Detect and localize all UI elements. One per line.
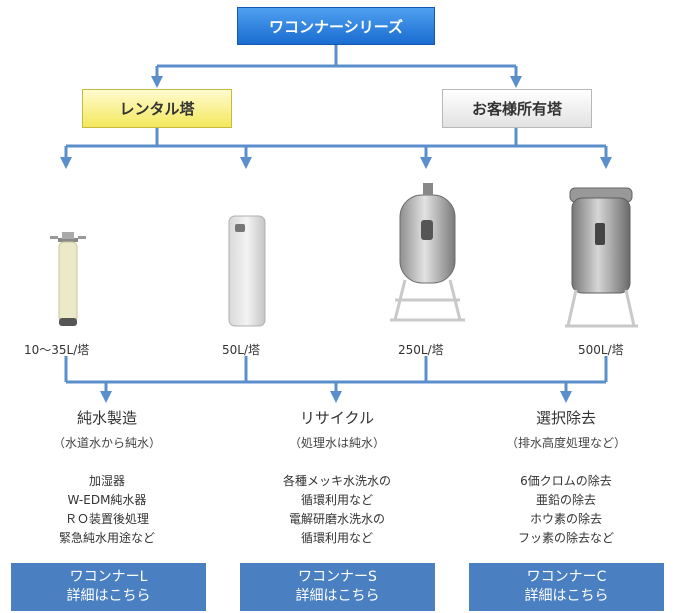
wakonner-s-details-button[interactable]: ワコンナーS 詳細はこちら	[240, 563, 435, 611]
use-item: 亜鉛の除去	[535, 493, 596, 507]
use-item: 加湿器	[88, 474, 125, 488]
tank-50l-image	[228, 215, 266, 327]
use-item: ホウ素の除去	[529, 512, 602, 526]
series-title: ワコンナーシリーズ	[269, 17, 403, 36]
recycle-subtitle: （処理水は純水）	[288, 436, 385, 450]
use-item: 緊急純水用途など	[58, 531, 155, 545]
button-details-text: 詳細はこちら	[66, 588, 151, 604]
use-item: ＲＯ装置後処理	[64, 512, 149, 526]
use-item: 循環利用など	[300, 493, 373, 507]
pure-water-title: 純水製造	[76, 409, 137, 427]
button-product-name: ワコンナーC	[526, 569, 607, 585]
button-product-name: ワコンナーL	[69, 569, 148, 585]
use-item: 電解研磨水洗水の	[288, 512, 385, 526]
use-item: 循環利用など	[300, 531, 373, 545]
owned-tower-box: お客様所有塔	[442, 89, 592, 128]
rental-tower-box: レンタル塔	[82, 89, 232, 128]
size-label-50l: 50L/塔	[222, 343, 260, 357]
recycle-title: リサイクル	[299, 409, 375, 427]
use-item: 6価クロムの除去	[520, 474, 612, 488]
vessel-500l-image	[565, 187, 638, 328]
wakonner-c-details-button[interactable]: ワコンナーC 詳細はこちら	[469, 563, 664, 611]
pure-water-subtitle: （水道水から純水）	[52, 436, 161, 450]
selective-removal-uses: 6価クロムの除去 亜鉛の除去 ホウ素の除去 フッ素の除去など	[466, 472, 666, 548]
button-details-text: 詳細はこちら	[295, 588, 380, 604]
rental-tower-label: レンタル塔	[119, 100, 195, 118]
pure-water-uses: 加湿器 W-EDM純水器 ＲＯ装置後処理 緊急純水用途など	[7, 472, 207, 548]
recycle-uses: 各種メッキ水洗水の 循環利用など 電解研磨水洗水の 循環利用など	[237, 472, 437, 548]
use-item: 各種メッキ水洗水の	[282, 474, 391, 488]
selective-removal-title: 選択除去	[535, 409, 596, 427]
button-details-text: 詳細はこちら	[524, 588, 609, 604]
button-product-name: ワコンナーS	[298, 569, 377, 585]
cartridge-10-35l-image	[50, 232, 86, 326]
owned-tower-label: お客様所有塔	[471, 100, 562, 118]
use-item: フッ素の除去など	[517, 531, 614, 545]
vessel-250l-image	[390, 183, 465, 322]
size-label-500l: 500L/塔	[578, 343, 624, 357]
wakonner-l-details-button[interactable]: ワコンナーL 詳細はこちら	[11, 563, 206, 611]
selective-removal-subtitle: （排水高度処理など）	[505, 436, 626, 450]
size-label-10-35l: 10～35L/塔	[24, 343, 90, 357]
size-label-250l: 250L/塔	[398, 343, 444, 357]
series-title-box: ワコンナーシリーズ	[237, 7, 435, 45]
use-item: W-EDM純水器	[67, 493, 147, 507]
